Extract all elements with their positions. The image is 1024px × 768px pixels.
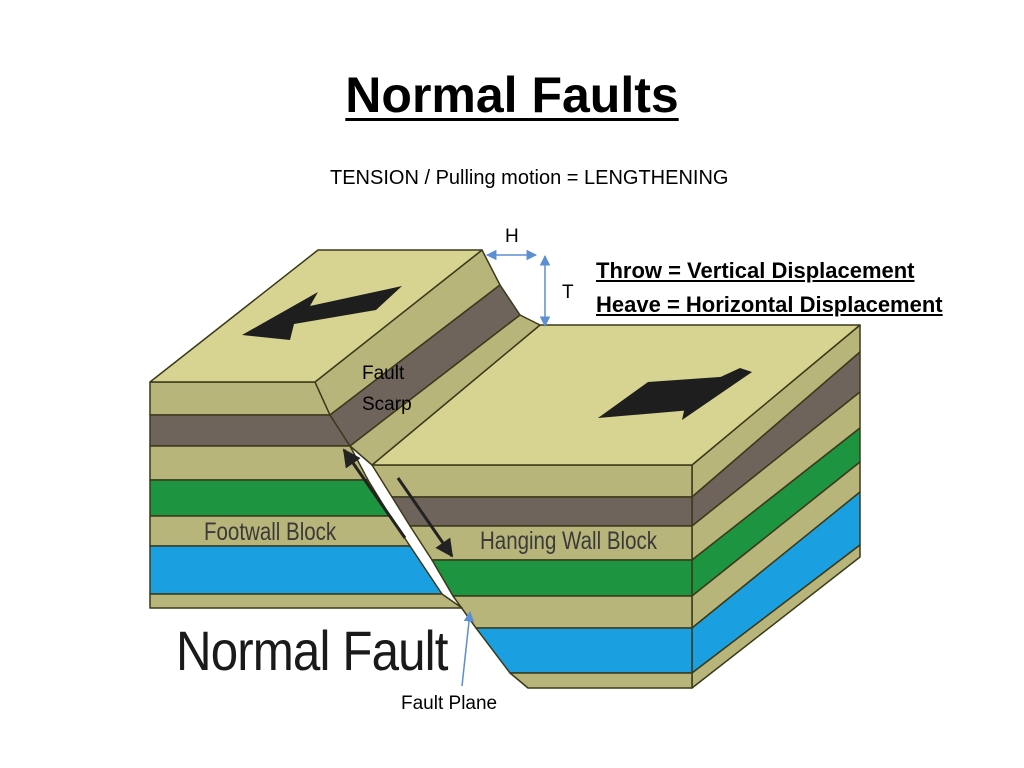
fw-front-khaki-top	[149, 381, 331, 416]
hw-front-khaki-bottom	[509, 672, 693, 689]
fw-front-khaki-bottom	[149, 593, 463, 609]
hanging-wall-block-label: Hanging Wall Block	[480, 527, 657, 555]
footwall-block-label: Footwall Block	[204, 518, 337, 546]
page-title: Normal Faults	[345, 67, 679, 123]
hw-front-brown	[391, 496, 693, 527]
fault-scarp-label-line2: Scarp	[362, 394, 412, 415]
throw-definition: Throw = Vertical Displacement	[596, 258, 915, 283]
hw-front-green	[431, 559, 693, 597]
fault-plane-label: Fault Plane	[401, 693, 498, 714]
hw-front-khaki-top	[371, 464, 693, 498]
throw-symbol: T	[562, 282, 574, 303]
hw-front-khaki-3	[452, 595, 693, 629]
diagram-caption: Normal Fault	[176, 619, 448, 682]
fw-front-khaki-2	[149, 445, 369, 481]
hangingwall-down-arrow-icon	[396, 477, 454, 558]
heave-symbol: H	[505, 226, 519, 247]
fault-scarp-label-line1: Fault	[362, 363, 405, 384]
left-pull-arrow-icon	[242, 286, 402, 340]
fw-front-blue	[149, 545, 443, 595]
footwall-up-arrow-icon	[342, 448, 407, 539]
right-pull-arrow-body-icon	[598, 372, 752, 418]
fw-front-green	[149, 479, 391, 517]
hw-front-blue	[475, 627, 693, 674]
heave-definition: Heave = Horizontal Displacement	[596, 292, 943, 317]
fw-front-brown	[149, 414, 351, 447]
fault-plane-pointer-icon	[461, 610, 475, 687]
subtitle: TENSION / Pulling motion = LENGTHENING	[330, 167, 729, 189]
